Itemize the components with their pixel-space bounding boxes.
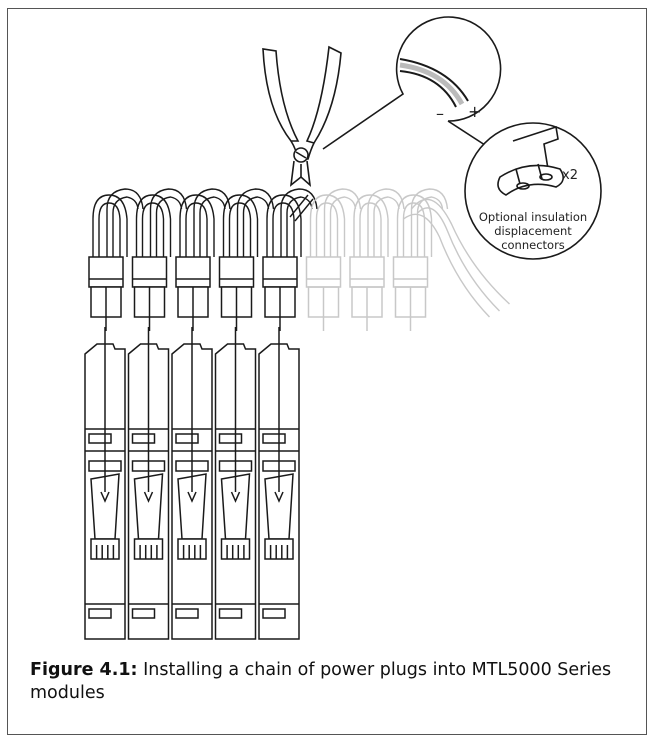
wire-cutter-icon	[262, 45, 342, 188]
wire-loop	[353, 188, 405, 257]
wire-loop	[309, 188, 362, 257]
plug-head	[262, 256, 298, 288]
multiplier-label: x2	[562, 168, 578, 183]
figure-frame: – + x2 Optional insulation displacement …	[7, 8, 647, 735]
insertion-arrow-icon	[187, 491, 197, 503]
idc-connector-icon	[497, 125, 564, 196]
power-plug-chain	[88, 188, 510, 331]
connector-label-line-2: displacement	[494, 224, 572, 238]
module-2	[127, 327, 170, 640]
module-1	[84, 327, 126, 640]
insertion-arrow-icon	[230, 491, 241, 503]
wire-loop	[266, 188, 318, 257]
power-plug-5	[262, 188, 318, 331]
insertion-arrow-icon	[274, 491, 284, 503]
wire-loop	[222, 188, 275, 257]
wire-loop	[179, 188, 231, 257]
power-plug-1	[88, 188, 144, 331]
wire-pair-callout: – +	[322, 16, 502, 150]
plug-head	[349, 256, 385, 288]
plug-head	[305, 256, 342, 288]
mtl5000-modules	[84, 327, 300, 640]
idc-connector-callout: x2 Optional insulation displacement conn…	[447, 120, 602, 260]
wire-pair-icon	[399, 58, 469, 108]
plug-head	[175, 256, 211, 288]
figure-label: Figure 4.1:	[30, 660, 138, 680]
power-plug-3	[175, 188, 231, 331]
plug-head	[392, 256, 429, 288]
wire-loop	[135, 188, 188, 257]
module-3	[171, 327, 213, 640]
power-plug-4	[218, 188, 275, 331]
power-plug-8	[392, 188, 449, 331]
module-4	[214, 327, 257, 640]
minus-sign: –	[436, 104, 444, 123]
plus-sign: +	[468, 102, 481, 121]
power-plug-6	[305, 188, 362, 331]
insertion-arrow-icon	[143, 491, 154, 503]
wire-loop	[92, 188, 144, 257]
cut-marks	[289, 194, 314, 222]
figure-caption: Figure 4.1: Installing a chain of power …	[30, 659, 630, 705]
caption-text: Installing a chain of power plugs into M…	[30, 660, 612, 703]
trailing-wires	[403, 198, 510, 318]
insertion-arrow-icon	[100, 491, 110, 503]
wire-loop	[396, 188, 449, 257]
connector-label-line-1: Optional insulation	[479, 210, 587, 224]
plug-head	[88, 256, 124, 288]
plug-head	[218, 256, 255, 288]
power-plug-7	[349, 188, 405, 331]
module-5	[258, 327, 300, 640]
power-plug-installation-diagram: – + x2 Optional insulation displacement …	[84, 16, 602, 640]
plug-head	[131, 256, 168, 288]
connector-label-line-3: connectors	[501, 238, 565, 252]
power-plug-2	[131, 188, 188, 331]
